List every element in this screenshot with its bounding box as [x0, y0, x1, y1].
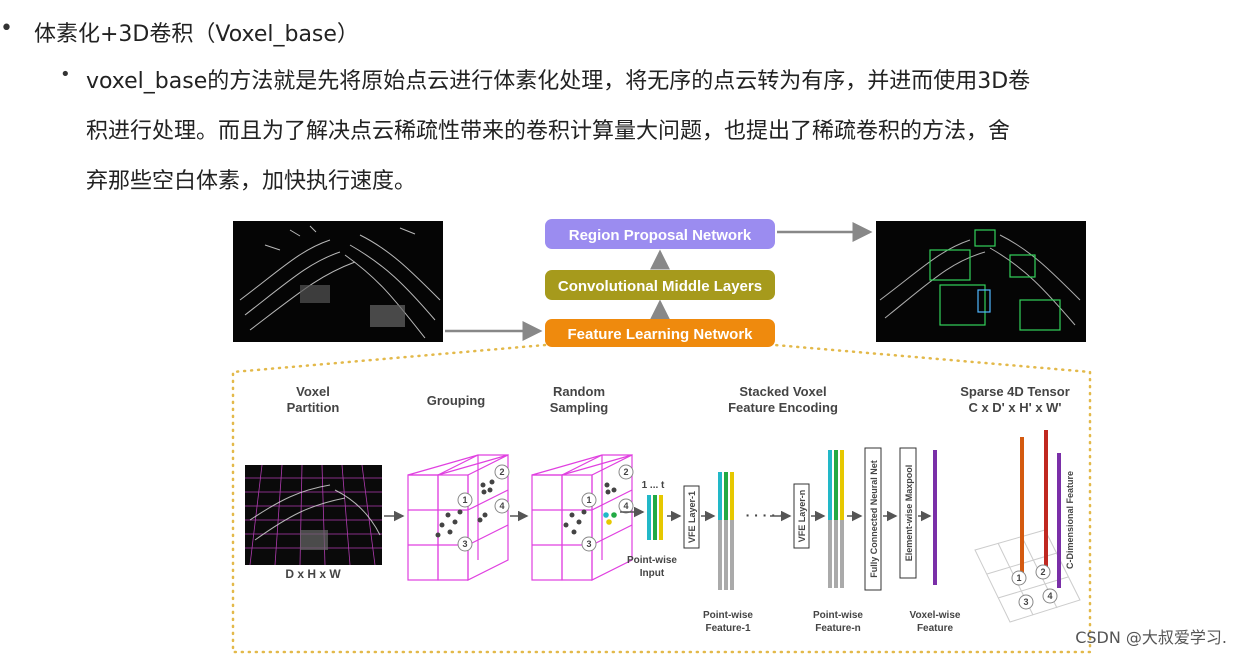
grouping-label: Grouping [427, 393, 486, 408]
sampling-circle-2: 2 [623, 467, 628, 477]
cml-label: Convolutional Middle Layers [558, 278, 762, 295]
rpn-box [545, 219, 775, 249]
sparse-tensor-label-1: Sparse 4D Tensor [960, 384, 1070, 399]
grouping-circle-3: 3 [462, 539, 467, 549]
grouping-voxel-grid [407, 454, 509, 581]
dxhxw-label: D x H x W [285, 567, 341, 581]
grouping-circle-labels [457, 464, 510, 552]
pwfn-label-1: Point-wise [813, 610, 863, 621]
voxel-partition-image [245, 464, 382, 566]
input-point-cloud-image [233, 221, 443, 342]
fcn-box [864, 447, 882, 591]
sparse-circle-4: 4 [1047, 591, 1052, 601]
pwf1-label-2: Feature-1 [705, 623, 750, 634]
vfen-box [793, 483, 810, 549]
fln-box [545, 319, 775, 347]
fln-detail-callout [231, 343, 1092, 654]
grouping-circle-2: 2 [499, 467, 504, 477]
maxpool-label: Element-wise Maxpool [904, 465, 914, 562]
heading-text: 体素化+3D卷积（Voxel_base） [34, 22, 359, 47]
voxelwise-feature-bar [933, 450, 937, 585]
rpn-label: Region Proposal Network [569, 227, 752, 244]
sampling-points [563, 482, 617, 535]
stacked-vfe-label-2: Feature Encoding [728, 400, 838, 415]
sparse-circle-2: 2 [1040, 567, 1045, 577]
sparse-circle-labels [1011, 564, 1058, 610]
vfe1-box [683, 485, 700, 549]
heading-bullet: • [0, 16, 13, 41]
sparse-circle-1: 1 [1016, 573, 1021, 583]
sub-line-3: 弃那些空白体素，加快执行速度。 [86, 169, 417, 194]
grouping-circle-1: 1 [462, 495, 467, 505]
fcn-label: Fully Connected Neural Net [869, 460, 879, 578]
fln-label: Feature Learning Network [567, 326, 753, 343]
sub-line-1: voxel_base的方法就是先将原始点云进行体素化处理，将无序的点云转为有序，… [86, 69, 1031, 94]
sampling-circle-labels [581, 464, 634, 552]
pointwise-input-bars [647, 495, 663, 540]
sparse-feature-bars [1020, 430, 1061, 588]
output-detection-image [876, 221, 1086, 342]
vwf-label-2: Feature [917, 623, 954, 634]
c-dimensional-feature-label: C-Dimensional Feature [1065, 471, 1075, 569]
sampling-circle-3: 3 [586, 539, 591, 549]
sparse-circle-3: 3 [1023, 597, 1028, 607]
cml-box [545, 270, 775, 300]
pointwise-input-label-1: Point-wise [627, 555, 677, 566]
stacked-vfe-label-1: Stacked Voxel [739, 384, 826, 399]
grouping-points [435, 479, 495, 538]
one-to-t-label: 1 ... t [642, 480, 665, 491]
voxel-partition-label-1: Voxel [296, 384, 330, 399]
maxpool-box [899, 447, 917, 579]
sparse-tensor-label-2: C x D' x H' x W' [968, 400, 1061, 415]
pwf1-label-1: Point-wise [703, 610, 753, 621]
grouping-circle-4: 4 [499, 501, 504, 511]
pointwise-feature-1-bars [718, 472, 734, 590]
sub-bullet: • [60, 64, 71, 85]
sampling-voxel-grid [531, 454, 633, 581]
ellipsis-dots: · · · · · [746, 507, 785, 523]
sampling-circle-1: 1 [586, 495, 591, 505]
voxel-partition-label-2: Partition [287, 400, 340, 415]
vfe1-label: VFE Layer-1 [687, 491, 697, 543]
random-sampling-label-1: Random [553, 384, 605, 399]
sampling-circle-4: 4 [623, 501, 628, 511]
pointwise-input-label-2: Input [640, 568, 665, 579]
sampled-colored-points [603, 512, 617, 525]
pointwise-feature-n-bars [828, 450, 844, 588]
pwfn-label-2: Feature-n [815, 623, 861, 634]
vwf-label-1: Voxel-wise [910, 610, 961, 621]
sub-line-2: 积进行处理。而且为了解决点云稀疏性带来的卷积计算量大问题，也提出了稀疏卷积的方法… [86, 119, 1011, 144]
watermark: CSDN @大叔爱学习. [1075, 628, 1227, 647]
vfen-label: VFE Layer-n [797, 490, 807, 543]
random-sampling-label-2: Sampling [550, 400, 609, 415]
